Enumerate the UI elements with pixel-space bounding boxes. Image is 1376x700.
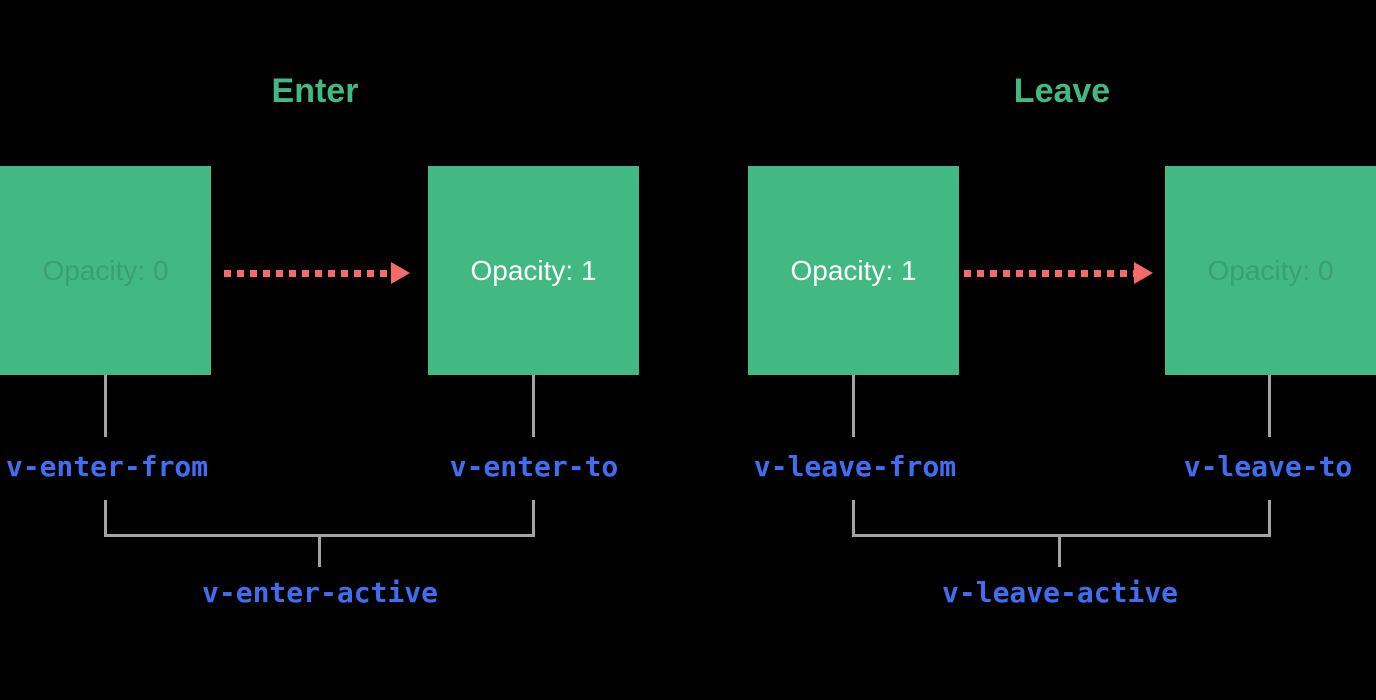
leave-from-box: Opacity: 1 [748, 166, 959, 375]
enter-from-bracket-stub [104, 500, 107, 537]
enter-to-bracket-stub [532, 500, 535, 537]
enter-to-box-label: Opacity: 1 [470, 254, 597, 286]
enter-from-class-label: v-enter-from [5, 450, 209, 483]
enter-active-class-label: v-enter-active [201, 576, 439, 609]
leave-active-class-label: v-leave-active [941, 576, 1179, 609]
leave-from-class-label: v-leave-from [753, 450, 957, 483]
leave-from-box-label: Opacity: 1 [790, 254, 917, 286]
enter-from-connector-line [104, 375, 107, 437]
enter-to-class-label: v-enter-to [449, 450, 619, 483]
leave-arrowhead-icon [1134, 262, 1153, 284]
leave-to-bracket-stub [1268, 500, 1271, 537]
leave-to-class-label: v-leave-to [1183, 450, 1353, 483]
leave-section-title: Leave [1013, 72, 1111, 110]
enter-arrowhead-icon [391, 262, 410, 284]
enter-from-box-label: Opacity: 0 [42, 254, 169, 286]
leave-bracket-line [852, 534, 1271, 537]
enter-from-box: Opacity: 0 [0, 166, 211, 375]
enter-dashed-arrow-line [224, 270, 392, 277]
leave-to-box: Opacity: 0 [1165, 166, 1376, 375]
leave-from-connector-line [852, 375, 855, 437]
leave-dashed-arrow-line [964, 270, 1134, 277]
leave-from-bracket-stub [852, 500, 855, 537]
enter-bracket-line [104, 534, 535, 537]
enter-section-title: Enter [271, 72, 359, 110]
leave-active-stub [1058, 537, 1061, 567]
enter-active-stub [318, 537, 321, 567]
enter-to-box: Opacity: 1 [428, 166, 639, 375]
leave-to-box-label: Opacity: 0 [1207, 254, 1334, 286]
enter-to-connector-line [532, 375, 535, 437]
leave-to-connector-line [1268, 375, 1271, 437]
